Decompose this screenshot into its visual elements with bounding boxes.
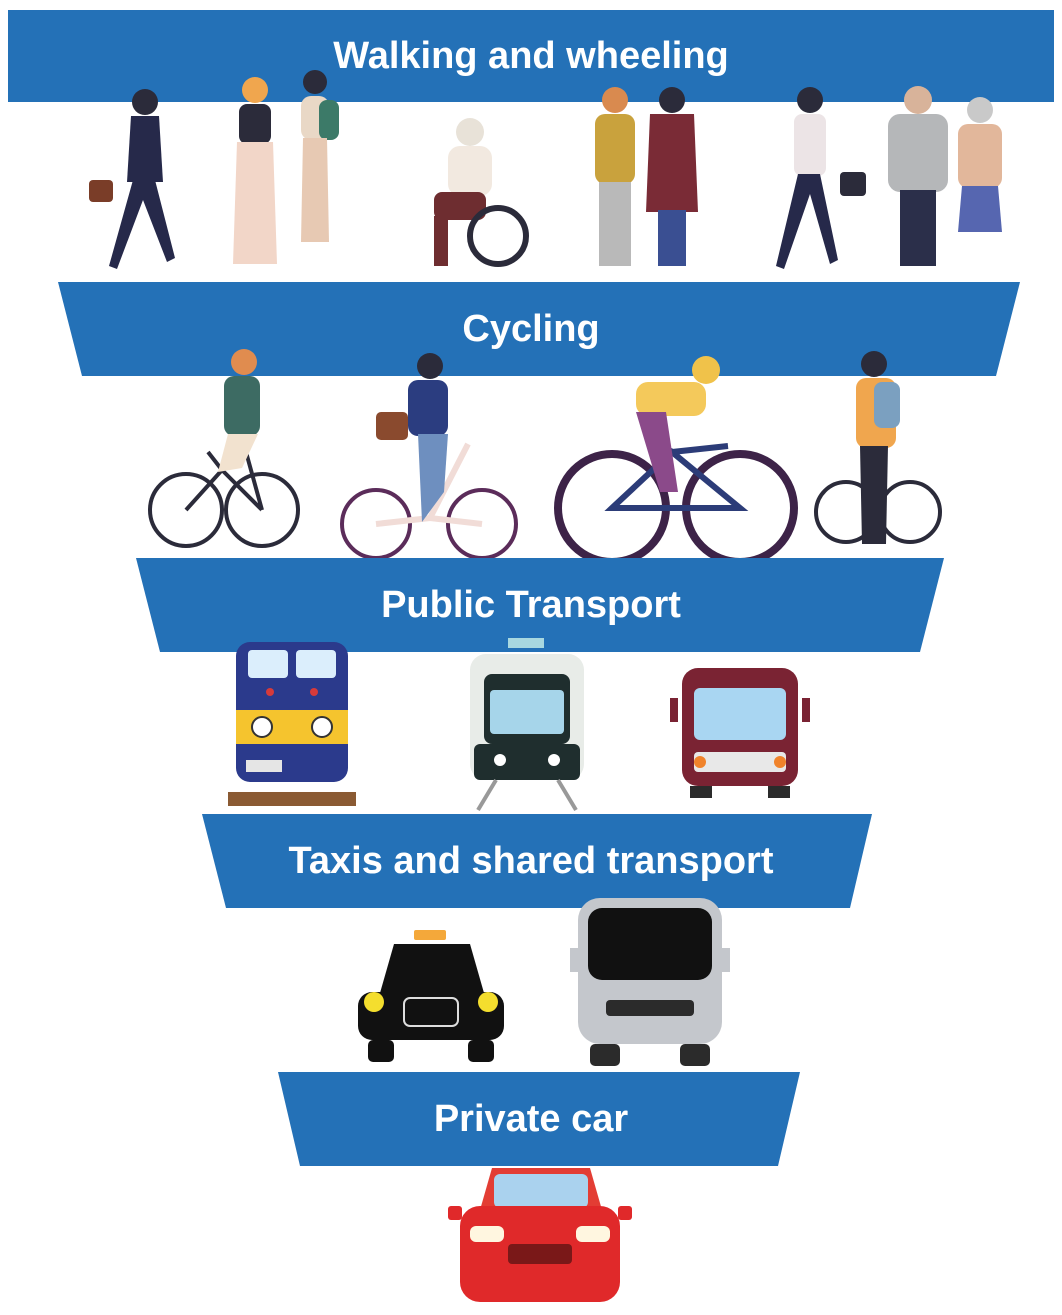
tier-label-private-car: Private car [433, 1098, 629, 1140]
walking-person-icon [233, 77, 277, 264]
walking-person-icon [776, 87, 866, 269]
cyclist-icon [814, 351, 942, 544]
bus-icon [670, 668, 810, 798]
train-icon [228, 642, 356, 806]
pedestrian-group-icon [595, 87, 698, 266]
tier-label-taxis: Taxis and shared transport [288, 840, 774, 882]
band-taxis [202, 814, 872, 908]
minibus-icon [570, 898, 730, 1066]
pedestrian-group-icon [888, 86, 1002, 266]
band-private-car [278, 1072, 800, 1166]
band-walking [8, 10, 1054, 102]
cyclist-icon [148, 349, 300, 548]
taxi-icon [358, 930, 504, 1062]
tier-label-public-transport: Public Transport [381, 584, 681, 626]
wheelchair-user-icon [434, 118, 529, 267]
car-icon [448, 1168, 632, 1302]
tier-label-cycling: Cycling [462, 308, 600, 350]
tram-icon [470, 638, 584, 812]
band-public-transport [136, 558, 944, 652]
cyclist-icon [554, 356, 798, 566]
tier-label-walking: Walking and wheeling [333, 35, 729, 77]
band-cycling [58, 282, 1020, 376]
walking-person-icon [301, 70, 339, 242]
walking-person-icon [89, 89, 175, 269]
bicycle-icon [340, 353, 518, 560]
